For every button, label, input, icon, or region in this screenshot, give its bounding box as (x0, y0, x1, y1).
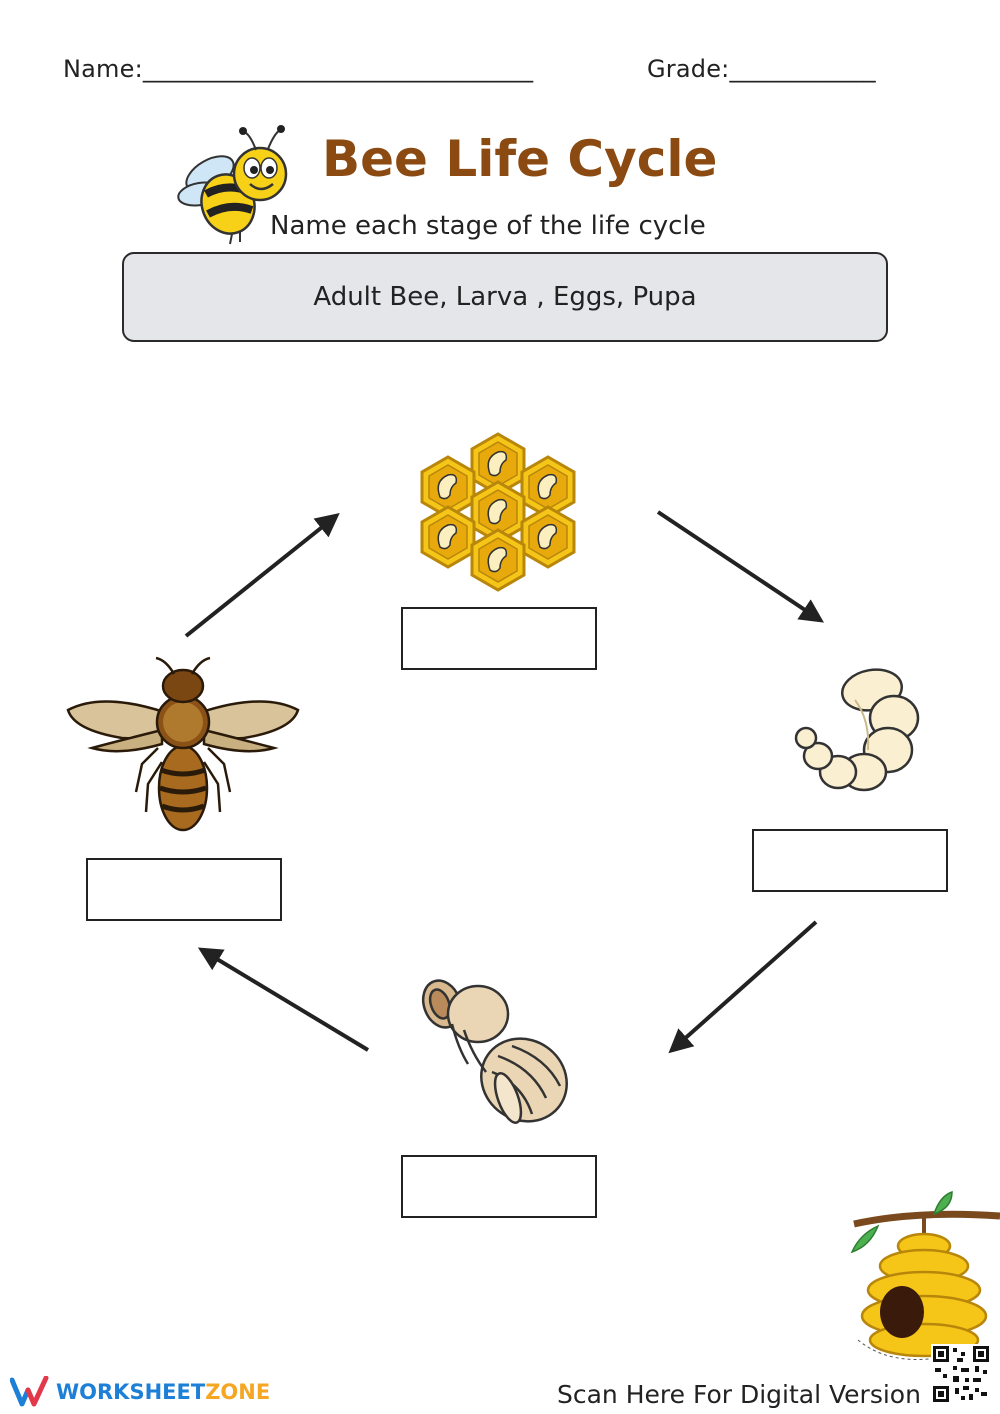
brand-zone: ZONE (205, 1380, 271, 1404)
arrow-larva-to-pupa (668, 920, 818, 1054)
arrow-adult-to-eggs (184, 513, 340, 638)
name-field-label: Name:________________________________ (63, 55, 534, 83)
page-subtitle: Name each stage of the life cycle (270, 211, 706, 241)
answer-box-pupa[interactable] (401, 1155, 597, 1218)
larva-icon (794, 668, 920, 792)
worksheetzone-logo-icon (10, 1376, 49, 1407)
pupa-icon (421, 979, 568, 1124)
word-bank-text: Adult Bee, Larva , Eggs, Pupa (313, 282, 697, 312)
beehive-icon (850, 1190, 1000, 1361)
adult-bee-icon (66, 656, 300, 832)
answer-box-adult-bee[interactable] (86, 858, 282, 921)
qr-code-icon[interactable] (931, 1344, 991, 1404)
scan-digital-version-text: Scan Here For Digital Version (557, 1380, 921, 1409)
brand-worksheet: WORKSHEET (56, 1380, 206, 1404)
brand-name: WORKSHEETZONE (56, 1380, 270, 1404)
answer-box-larva[interactable] (752, 829, 948, 892)
arrow-pupa-to-adult (197, 947, 370, 1052)
word-bank: Adult Bee, Larva , Eggs, Pupa (122, 252, 888, 342)
answer-box-eggs[interactable] (401, 607, 597, 670)
arrow-eggs-to-larva (656, 510, 824, 623)
cartoon-bee-icon (177, 125, 288, 245)
page-title: Bee Life Cycle (322, 130, 718, 188)
grade-field-label: Grade:____________ (647, 55, 876, 83)
